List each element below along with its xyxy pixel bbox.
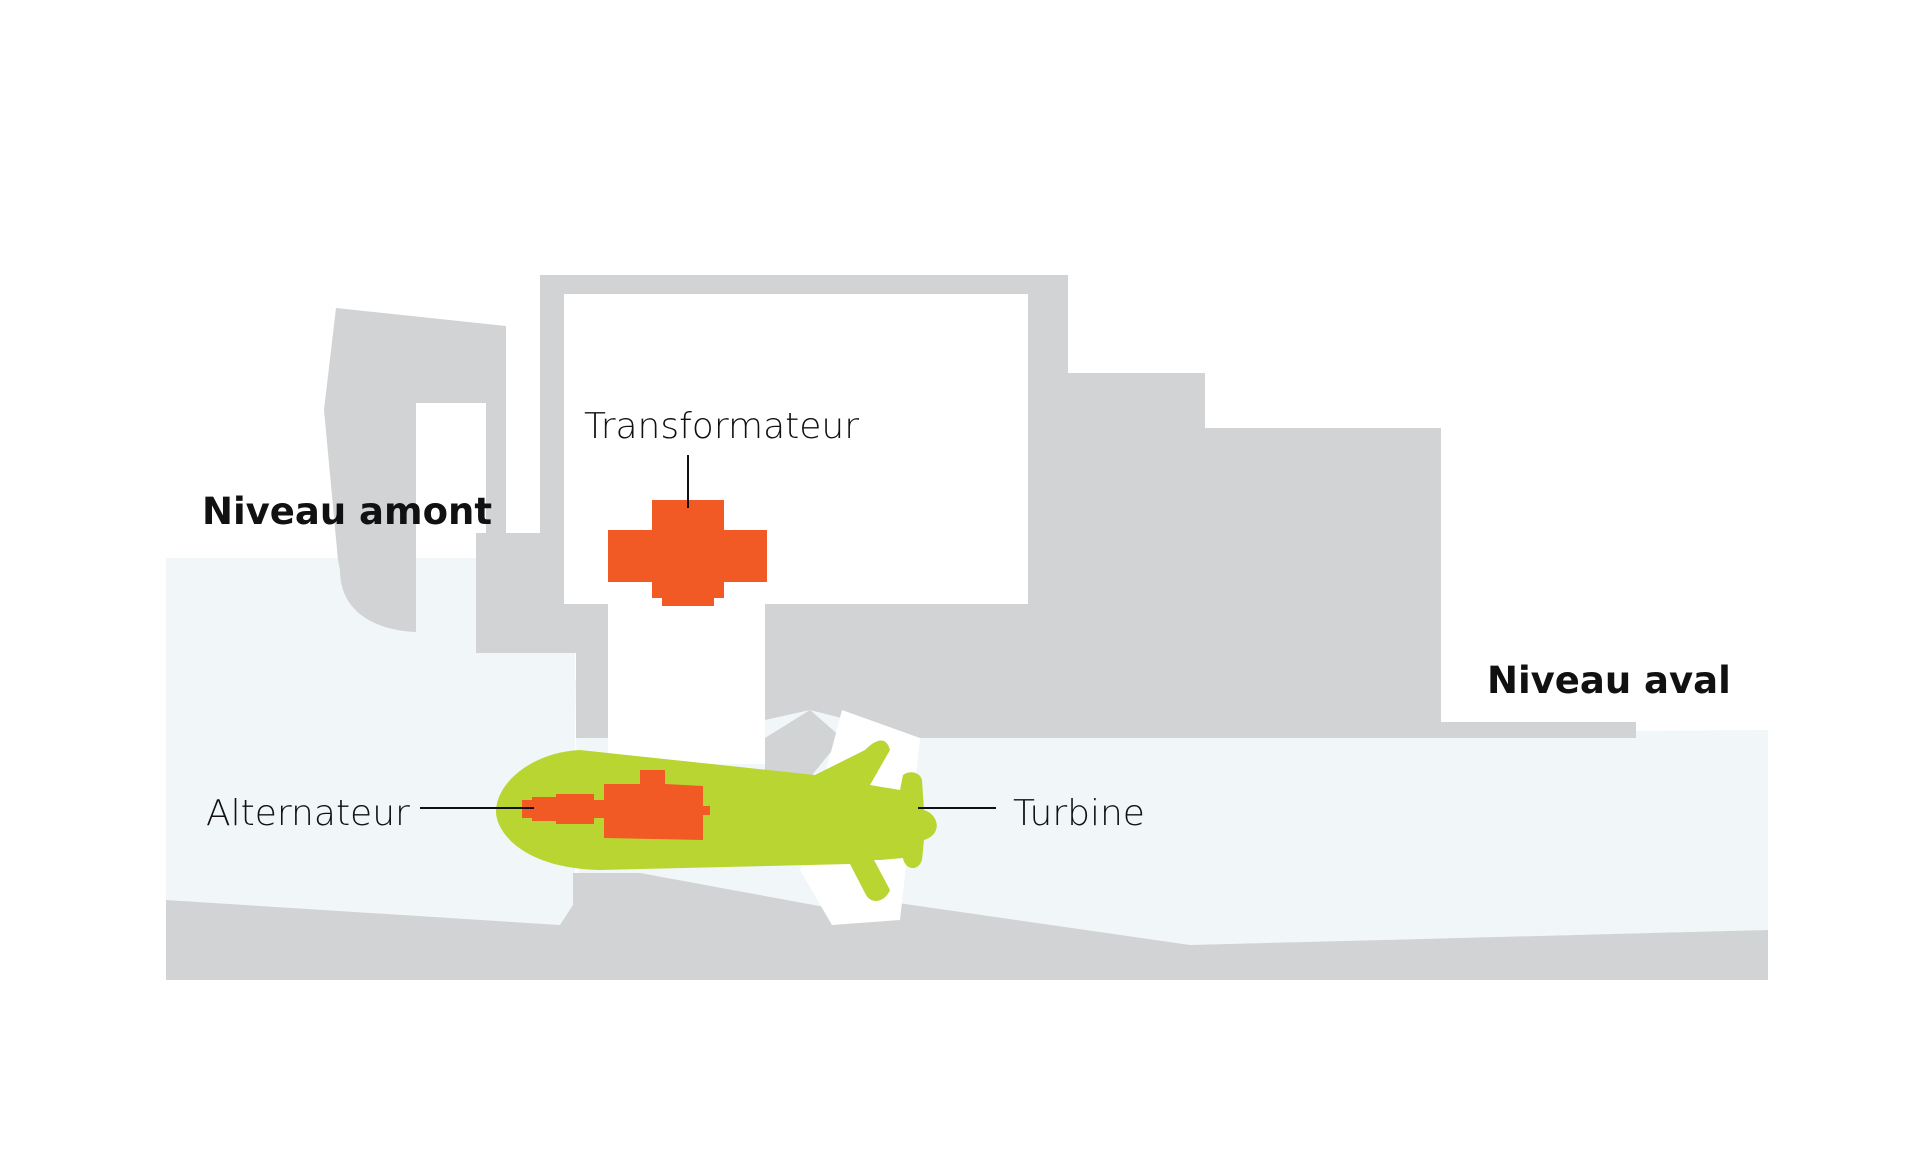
foundation [166, 873, 1768, 980]
upstream-water [166, 558, 575, 925]
powerhouse-block [765, 373, 1636, 738]
turbine-label: Turbine [1013, 793, 1145, 834]
shaft [608, 604, 765, 764]
bulb-housing [495, 740, 937, 902]
upstream-gate-slot [416, 403, 486, 533]
upstream-level-label: Niveau amont [202, 490, 492, 533]
draft-tube-wedge [765, 710, 842, 790]
powerhouse-interior [416, 294, 1028, 925]
transformer-block [608, 500, 767, 606]
downstream-level-label: Niveau aval [1487, 659, 1731, 702]
intake-pier [324, 308, 506, 632]
transformer-label: Transformateur [584, 406, 859, 447]
downstream-water [900, 730, 1768, 945]
bulb-turbine-unit [495, 740, 937, 902]
alternator-label: Alternateur [206, 793, 410, 834]
shaft-left-wall [576, 653, 608, 738]
